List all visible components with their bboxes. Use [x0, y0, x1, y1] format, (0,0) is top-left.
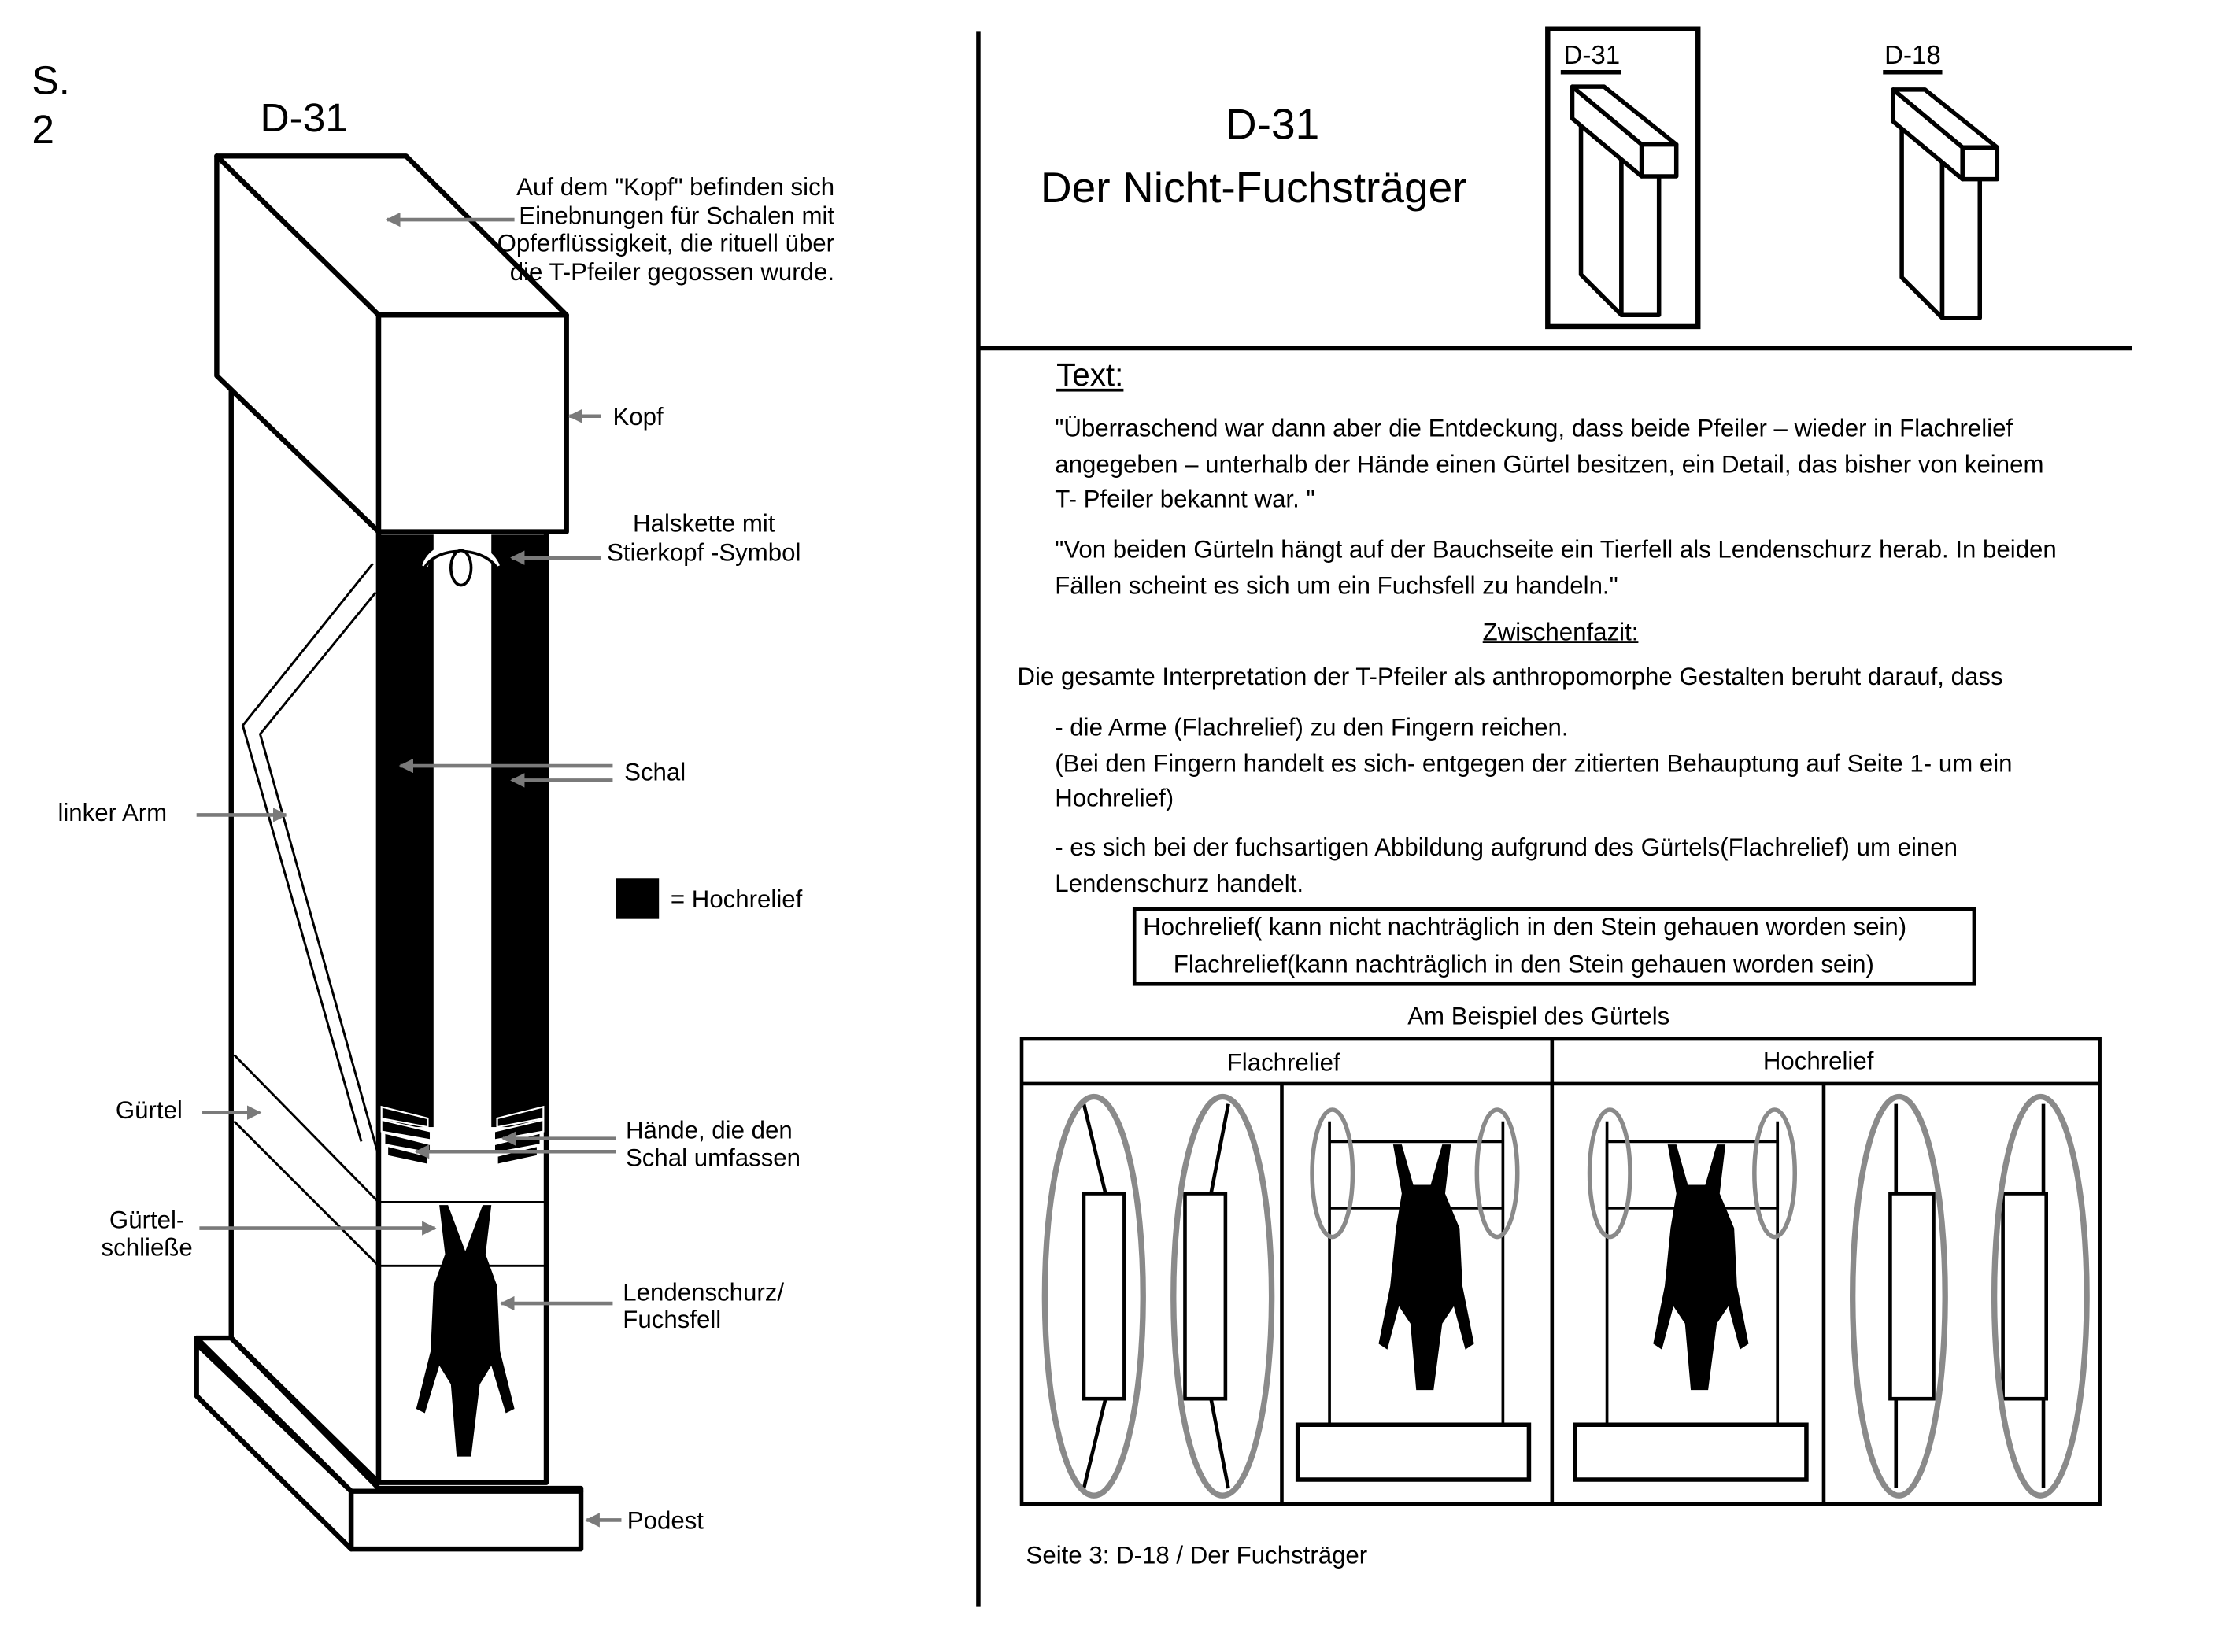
hochrelief-legend: = Hochrelief	[670, 885, 803, 914]
thumb-d31-label: D-31	[1563, 40, 1621, 70]
pillar-arrows	[196, 212, 622, 1528]
intro-sentence: Die gesamte Interpretation der T-Pfeiler…	[1017, 663, 2003, 691]
box-line-flachrelief: Flachrelief(kann nachträglich in den Ste…	[1173, 951, 1874, 978]
page-label-s: S.	[31, 57, 70, 103]
left-arm-relief	[241, 563, 380, 1157]
next-page-reference[interactable]: Seite 3: D-18 / Der Fuchsträger	[1026, 1541, 1368, 1569]
head-front	[375, 312, 569, 534]
necklace-label: Halskette mit Stierkopf -Symbol	[607, 510, 801, 566]
relief-definition-box	[1132, 907, 1976, 986]
schal-label: Schal	[624, 758, 686, 786]
hoch-side-view	[1850, 1093, 2090, 1499]
header-title-id: D-31	[1225, 101, 1320, 150]
quote-2: "Von beiden Gürteln hängt auf der Bauchs…	[1055, 536, 2057, 600]
thumb-d18-pillar[interactable]	[1891, 87, 2000, 320]
header-title-name: Der Nicht-Fuchsträger	[1040, 164, 1467, 213]
zwischenfazit: Zwischenfazit:	[1482, 618, 1639, 646]
schal-left	[379, 534, 434, 1128]
left-arm-label: linker Arm	[57, 799, 168, 827]
bullet-arms: - die Arme (Flachrelief) zu den Fingern …	[1055, 713, 2013, 813]
fox-pelt	[416, 1205, 515, 1457]
page-label-number: 2	[31, 106, 54, 152]
box-line-hochrelief: Hochrelief( kann nicht nachträglich in d…	[1143, 913, 1907, 941]
haende-label: Hände, die den Schal umfassen	[625, 1117, 801, 1172]
side-belt	[233, 1054, 380, 1267]
belt-comparison-table	[1019, 1037, 2102, 1506]
example-caption: Am Beispiel des Gürtels	[1407, 1003, 1670, 1031]
bullet-belt: - es sich bei der fuchsartigen Abbildung…	[1055, 833, 1958, 897]
col-header-hochrelief: Hochrelief	[1762, 1048, 1874, 1075]
thumb-d31-pillar	[1570, 84, 1679, 317]
quote-1: "Überraschend war dann aber die Entdecku…	[1055, 414, 2044, 514]
pillar-title: D-31	[260, 95, 348, 141]
shaft-side	[228, 384, 382, 1485]
thumb-d18-label: D-18	[1884, 40, 1941, 70]
hochrelief-swatch	[616, 878, 660, 919]
podest-label: Podest	[627, 1506, 704, 1535]
text-heading: Text:	[1056, 357, 1124, 394]
lendenschurz-label: Lendenschurz/ Fuchsfell	[623, 1278, 785, 1334]
podest-front	[348, 1488, 584, 1552]
necklace-bull-symbol	[420, 541, 502, 587]
col-header-flachrelief: Flachrelief	[1226, 1048, 1340, 1077]
flach-front-view	[1295, 1107, 1532, 1482]
head-note: Auf dem "Kopf" befinden sich Einebnungen…	[497, 173, 835, 286]
schal-right	[491, 534, 546, 1128]
flach-side-view	[1041, 1093, 1275, 1499]
guertel-label: Gürtel	[115, 1096, 183, 1125]
hoch-front-view	[1573, 1107, 1809, 1482]
thumb-d31-frame[interactable]	[1545, 26, 1701, 330]
kopf-label: Kopf	[612, 403, 664, 431]
guertelschliesse-label: Gürtel- schließe	[101, 1207, 193, 1262]
